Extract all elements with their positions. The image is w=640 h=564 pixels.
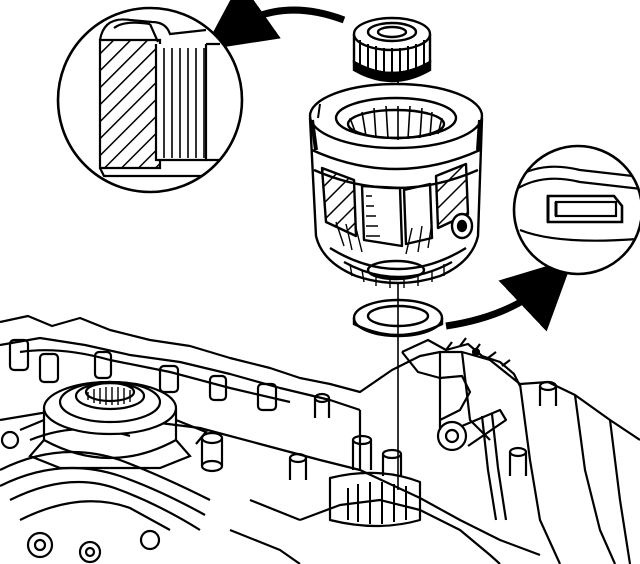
bushing-section-detail <box>56 6 244 194</box>
planetary-carrier <box>308 82 484 288</box>
bearing-housing <box>19 380 208 470</box>
arrow-sun-gear-to-bushing-detail <box>203 0 346 51</box>
arrow-washer-to-washer-detail <box>445 257 574 332</box>
transmission-case <box>0 314 640 564</box>
sun-gear <box>352 16 432 83</box>
washer-section-detail <box>512 144 640 276</box>
